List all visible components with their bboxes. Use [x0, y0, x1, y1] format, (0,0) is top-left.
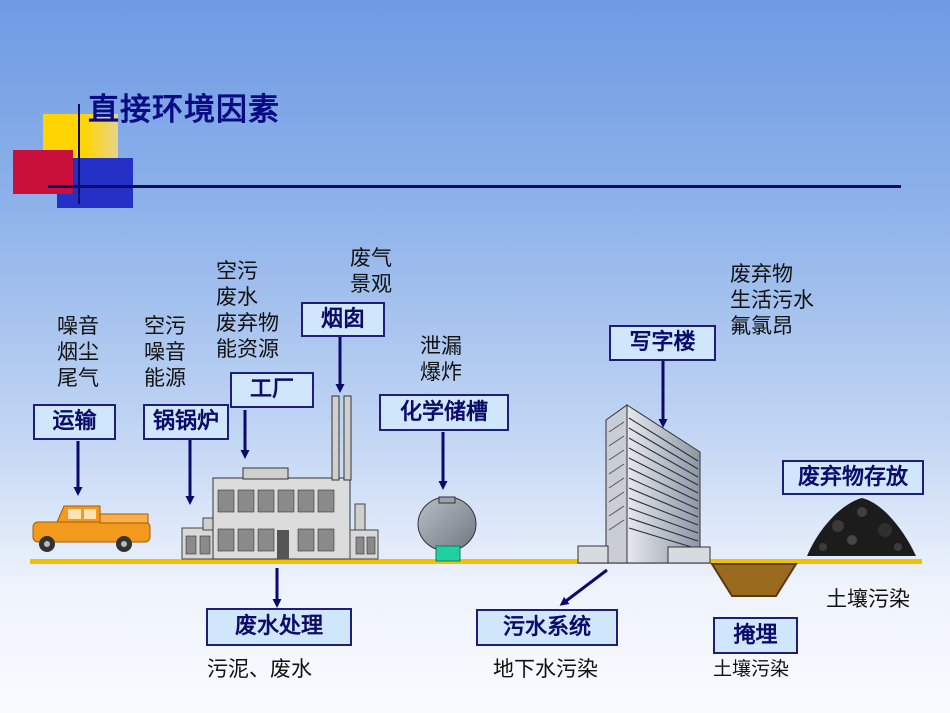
notes-chimney: 废气 景观 [350, 245, 392, 297]
notes-landfill: 土壤污染 [713, 656, 789, 682]
note-line: 污泥、废水 [207, 657, 312, 681]
arrow-sewage [559, 568, 608, 606]
note-line: 空污 [216, 259, 258, 283]
note-line: 土壤污染 [713, 658, 790, 680]
note-line: 尾气 [57, 366, 99, 390]
waste-pile-icon [807, 498, 916, 556]
note-line: 废水 [216, 285, 258, 309]
note-line: 废弃物 [730, 262, 793, 286]
notes-waste-storage: 土壤污染 [826, 586, 910, 612]
landfill-pit-icon [710, 563, 798, 597]
office-building-icon [577, 404, 711, 564]
note-line: 泄漏 [420, 334, 462, 358]
note-line: 噪音 [144, 340, 186, 364]
label-chimney: 烟囱 [301, 302, 385, 337]
notes-factory: 空污 废水 废弃物 能资源 [216, 258, 279, 362]
label-office: 写字楼 [609, 325, 716, 361]
notes-office: 废弃物 生活污水 氟氯昂 [730, 261, 814, 339]
label-boiler: 锅锅炉 [143, 404, 229, 440]
label-transport: 运输 [33, 404, 116, 440]
notes-transport: 噪音 烟尘 尾气 [57, 313, 99, 391]
note-line: 能源 [144, 366, 186, 390]
notes-boiler: 空污 噪音 能源 [144, 313, 186, 391]
label-factory: 工厂 [230, 372, 314, 408]
label-sewage: 污水系统 [476, 609, 618, 646]
label-landfill: 掩埋 [713, 617, 798, 654]
notes-tank: 泄漏 爆炸 [420, 333, 462, 385]
note-line: 空污 [144, 314, 186, 338]
title-rule [48, 185, 901, 188]
page-title: 直接环境因素 [88, 92, 280, 128]
factory-icon [181, 467, 379, 560]
truck-icon [32, 505, 151, 552]
chemical-tank-icon [417, 496, 477, 562]
note-line: 地下水污染 [493, 657, 598, 681]
ground-line [30, 559, 922, 564]
label-wastewater: 废水处理 [206, 608, 352, 646]
note-line: 烟尘 [57, 340, 99, 364]
note-line: 景观 [350, 272, 392, 296]
title-rule-vertical [78, 104, 80, 204]
note-line: 生活污水 [730, 288, 814, 312]
note-line: 噪音 [57, 314, 99, 338]
notes-sewage: 地下水污染 [493, 656, 598, 682]
chimney-icon [331, 395, 352, 481]
note-line: 废气 [350, 246, 392, 270]
notes-wastewater: 污泥、废水 [207, 656, 312, 682]
note-line: 氟氯昂 [730, 314, 793, 338]
note-line: 能资源 [216, 337, 279, 361]
label-tank: 化学储槽 [379, 394, 509, 431]
note-line: 爆炸 [420, 360, 462, 384]
label-waste-storage: 废弃物存放 [782, 460, 924, 495]
note-line: 废弃物 [216, 311, 279, 335]
note-line: 土壤污染 [826, 587, 910, 611]
